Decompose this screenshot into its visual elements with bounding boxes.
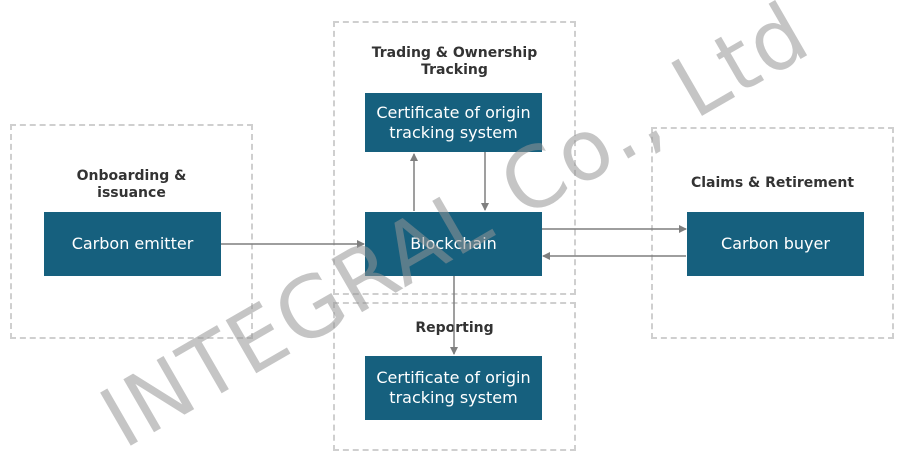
node-certificate-top-label: Certificate of origin tracking system (376, 102, 531, 142)
node-carbon-emitter: Carbon emitter (44, 212, 221, 276)
group-onboarding-title: Onboarding & issuance (76, 168, 187, 201)
group-trading-title: Trading & Ownership Tracking (371, 45, 538, 78)
node-certificate-bottom: Certificate of origin tracking system (365, 356, 542, 420)
node-certificate-bottom-label: Certificate of origin tracking system (376, 368, 531, 407)
node-carbon-buyer: Carbon buyer (687, 212, 864, 276)
node-certificate-top: Certificate of origin tracking system (365, 93, 542, 152)
group-onboarding: Onboarding & issuance (10, 124, 253, 339)
group-claims: Claims & Retirement (651, 127, 894, 339)
node-carbon-buyer-label: Carbon buyer (721, 234, 830, 253)
group-claims-title: Claims & Retirement (690, 175, 855, 191)
node-blockchain: Blockchain (365, 212, 542, 276)
node-carbon-emitter-label: Carbon emitter (71, 234, 194, 253)
node-blockchain-label: Blockchain (410, 234, 497, 253)
